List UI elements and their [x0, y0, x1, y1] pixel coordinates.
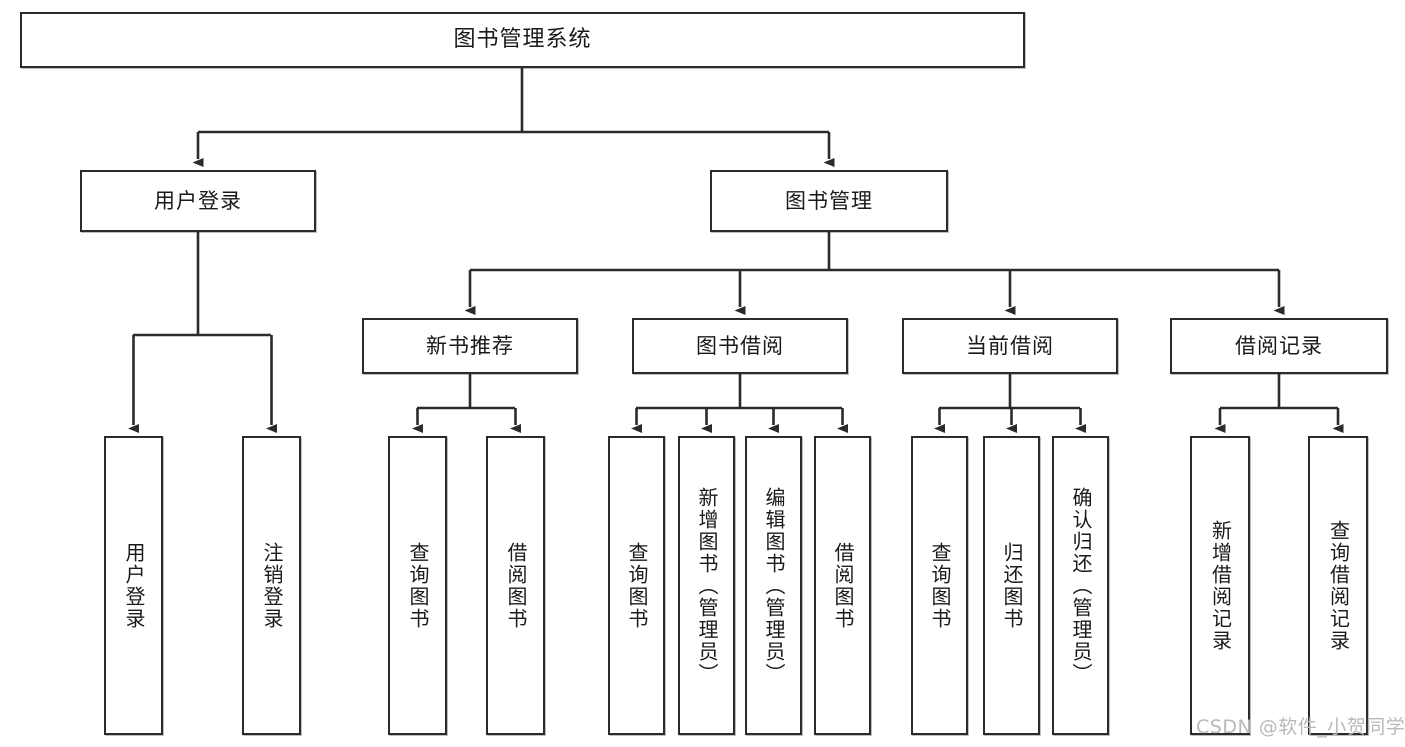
node-label: 借阅图书 [831, 541, 855, 630]
connector-lines [128, 68, 1344, 433]
node-label: 查询图书 [406, 541, 430, 630]
node-leaf-query-book-2[interactable]: 查询图书 [608, 436, 665, 735]
node-label: 新增图书（管理员） [695, 486, 719, 685]
node-label: 图书借阅 [696, 333, 784, 358]
node-leaf-logout-login[interactable]: 注销登录 [242, 436, 301, 735]
node-label: 图书管理 [785, 188, 873, 213]
node-user-login[interactable]: 用户登录 [80, 170, 316, 232]
node-leaf-query-book-1[interactable]: 查询图书 [388, 436, 447, 735]
node-current-borrow[interactable]: 当前借阅 [902, 318, 1118, 374]
node-label: 用户登录 [154, 188, 242, 213]
node-label: 新书推荐 [426, 333, 514, 358]
node-root[interactable]: 图书管理系统 [20, 12, 1025, 68]
node-new-book-rec[interactable]: 新书推荐 [362, 318, 578, 374]
node-label: 图书管理系统 [453, 27, 592, 53]
node-book-manage[interactable]: 图书管理 [710, 170, 948, 232]
node-label: 归还图书 [1000, 541, 1024, 630]
node-label: 借阅记录 [1235, 333, 1323, 358]
node-label: 确认归还（管理员） [1069, 486, 1093, 685]
node-leaf-query-book-3[interactable]: 查询图书 [911, 436, 968, 735]
node-label: 用户登录 [122, 541, 146, 630]
node-book-borrow[interactable]: 图书借阅 [632, 318, 848, 374]
node-leaf-add-record[interactable]: 新增借阅记录 [1190, 436, 1250, 735]
node-borrow-record[interactable]: 借阅记录 [1170, 318, 1388, 374]
node-leaf-borrow-book-1[interactable]: 借阅图书 [486, 436, 545, 735]
node-label: 当前借阅 [966, 333, 1054, 358]
node-label: 查询借阅记录 [1326, 519, 1351, 652]
node-leaf-edit-book[interactable]: 编辑图书（管理员） [745, 436, 802, 735]
node-leaf-return-book[interactable]: 归还图书 [983, 436, 1040, 735]
node-leaf-add-book[interactable]: 新增图书（管理员） [678, 436, 735, 735]
node-leaf-borrow-book-2[interactable]: 借阅图书 [814, 436, 871, 735]
node-label: 编辑图书（管理员） [762, 486, 786, 685]
node-label: 查询图书 [928, 541, 952, 630]
node-label: 新增借阅记录 [1208, 519, 1233, 652]
node-label: 注销登录 [260, 541, 284, 630]
node-label: 借阅图书 [504, 541, 528, 630]
node-leaf-query-record[interactable]: 查询借阅记录 [1308, 436, 1368, 735]
node-leaf-user-login[interactable]: 用户登录 [104, 436, 163, 735]
node-label: 查询图书 [625, 541, 649, 630]
node-leaf-confirm-return[interactable]: 确认归还（管理员） [1052, 436, 1109, 735]
